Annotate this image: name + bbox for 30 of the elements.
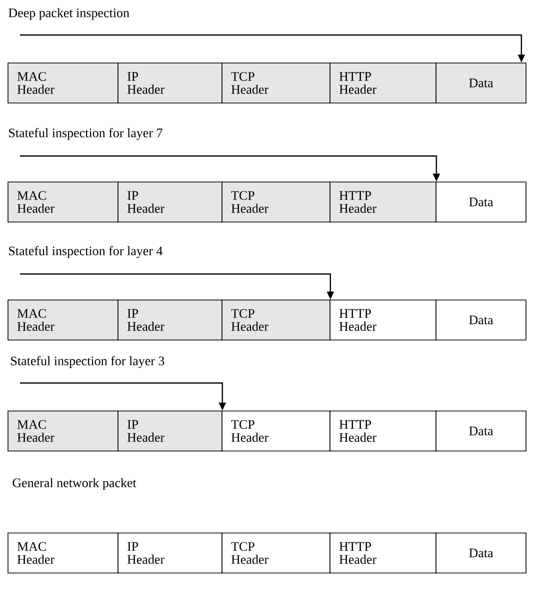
packet-field: TCP Header bbox=[222, 62, 330, 104]
section-title: Stateful inspection for layer 7 bbox=[9, 128, 162, 140]
section-title: General network packet bbox=[12, 478, 136, 490]
packet-field: HTTP Header bbox=[330, 532, 436, 574]
section-title: Deep packet inspection bbox=[8, 8, 130, 20]
packet-field: Data bbox=[436, 532, 526, 574]
packet-field: IP Header bbox=[118, 62, 222, 104]
packet-field: Data bbox=[436, 62, 526, 104]
section-title: Stateful inspection for layer 4 bbox=[9, 246, 163, 258]
packet-field: MAC Header bbox=[8, 532, 118, 574]
packet-field: MAC Header bbox=[8, 300, 118, 340]
packet-field: MAC Header bbox=[8, 182, 118, 222]
packet-field: IP Header bbox=[118, 182, 222, 222]
packet-field: Data bbox=[436, 182, 526, 222]
packet-field: TCP Header bbox=[222, 532, 330, 574]
section-title: Stateful inspection for layer 3 bbox=[11, 356, 164, 368]
packet-field: Data bbox=[436, 300, 526, 340]
packet-field: TCP Header bbox=[222, 182, 330, 222]
packet-field: Data bbox=[436, 410, 526, 452]
packet-field: MAC Header bbox=[8, 62, 118, 104]
packet-field: IP Header bbox=[118, 410, 222, 452]
packet-field: HTTP Header bbox=[330, 62, 436, 104]
packet-field: HTTP Header bbox=[330, 182, 436, 222]
packet-field: IP Header bbox=[118, 532, 222, 574]
packet-field: IP Header bbox=[118, 300, 222, 340]
packet-field: TCP Header bbox=[222, 300, 330, 340]
packet-field: HTTP Header bbox=[330, 410, 436, 452]
packet-field: MAC Header bbox=[8, 410, 118, 452]
packet-field: HTTP Header bbox=[330, 300, 436, 340]
packet-field: TCP Header bbox=[222, 410, 330, 452]
